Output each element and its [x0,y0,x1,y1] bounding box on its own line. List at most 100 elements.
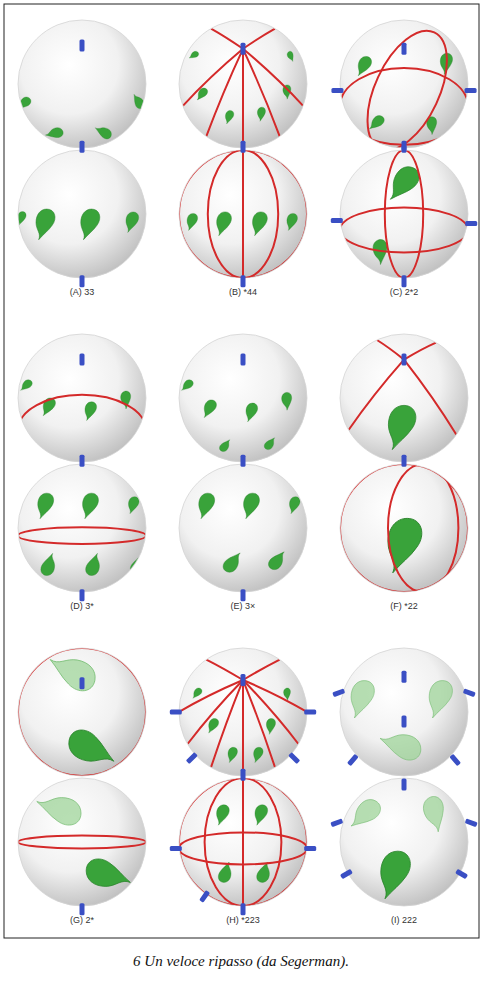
comma-motif [254,747,264,762]
rotation-axis [304,846,316,851]
sphere [340,455,468,592]
comma-motif [188,50,199,62]
comma-motif [263,435,276,451]
rotation-axis [199,890,210,903]
sphere [331,19,476,162]
comma-motif [348,795,383,835]
rotation-axis [347,754,359,766]
rotation-axis [241,589,246,601]
mirror-line [18,648,146,776]
rotation-axis [80,275,85,287]
rotation-axis [331,218,343,223]
rotation-axis [455,869,468,879]
rotation-axis [80,903,85,915]
comma-motif [18,212,26,226]
mirror-line [18,395,146,465]
comma-motif [387,163,422,206]
comma-motif [187,213,198,230]
mirror-line [377,340,404,360]
comma-motif [388,518,422,572]
rotation-axis [402,455,407,467]
mirror-line [18,836,146,849]
comma-motif [218,862,231,882]
mirror-line [188,680,243,744]
comma-motif [267,548,286,572]
mirror-line [388,464,458,592]
comma-motif [46,655,98,692]
rotation-axis [402,716,407,728]
mirror-line [243,49,303,106]
comma-motif [419,793,454,833]
rotation-axis [170,846,182,851]
sphere-body [179,20,307,148]
rotation-axis [465,818,478,827]
rotation-axis [186,752,198,764]
sphere [179,20,307,148]
sphere-body [340,334,468,462]
comma-motif [83,493,99,519]
rotation-axis [402,778,407,790]
sphere [17,20,147,148]
sphere [179,334,307,462]
sphere-body [340,648,468,776]
mirror-line [18,527,146,544]
comma-motif [17,95,33,113]
comma-motif [192,687,203,701]
rotation-axis [465,221,477,226]
rotation-axis [402,275,407,287]
sphere-body [18,20,146,148]
mirror-line [349,360,404,430]
comma-motif [129,93,147,110]
mirror-line [404,360,456,435]
sphere-body [340,20,468,148]
comma-motif [265,718,277,735]
mirror-line [243,680,275,767]
sphere [18,648,146,776]
comma-motif [228,747,238,762]
rotation-axis [304,710,316,715]
sphere [340,334,468,462]
comma-motif [381,851,411,899]
mirror-line [243,29,275,49]
comma-motif [217,805,230,825]
rotation-axis [80,589,85,601]
rotation-axis [80,677,85,689]
comma-motif [45,125,65,143]
comma-motif [222,549,242,574]
comma-motif [429,681,452,718]
mirror-line [183,49,243,106]
comma-motif [225,110,233,124]
comma-motif [86,553,100,575]
rotation-axis [241,455,246,467]
panel-label: (B) *44 [229,286,257,298]
sphere [18,778,146,915]
mirror-line [243,680,298,744]
mirror-line [243,680,307,712]
comma-motif [126,212,139,232]
comma-motif [388,405,415,449]
sphere-body [340,464,468,592]
comma-motif [257,107,268,122]
sphere [18,141,146,287]
sphere-body [18,334,146,462]
comma-motif [253,212,268,236]
comma-motif [41,553,55,575]
panel-label: (A) 33 [70,286,95,298]
mirror-line [340,68,468,145]
rotation-axis [241,141,246,153]
sphere [18,334,146,465]
mirror-line [351,19,463,162]
rotation-axis [80,40,85,52]
mirror-line [179,778,307,906]
sphere [170,648,316,776]
comma-motif [207,718,219,735]
mirror-line [340,464,468,592]
comma-motif [217,212,232,236]
comma-motif [130,557,140,572]
sphere-body [179,464,307,592]
comma-motif [287,213,298,230]
frame [4,4,479,938]
comma-motif [257,862,270,882]
sphere [179,455,307,601]
